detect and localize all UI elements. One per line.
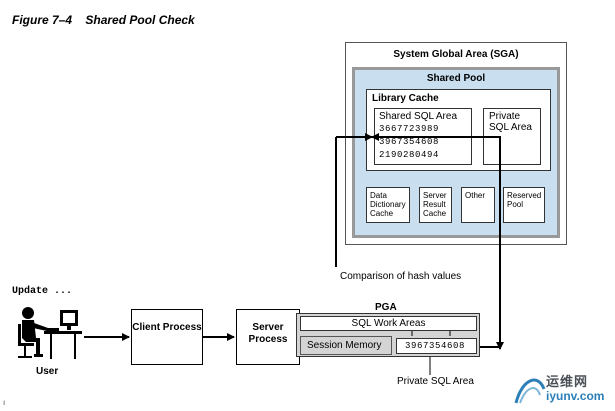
- user-at-computer-icon: [18, 307, 82, 359]
- hash-value: 3667723989: [379, 124, 440, 134]
- hash-value: 2190280494: [379, 150, 440, 160]
- private-sql-area-callout: Private SQL Area: [397, 376, 474, 387]
- reserved-pool-box: Reserved Pool: [503, 187, 545, 223]
- user-command-text: Update ...: [12, 286, 73, 297]
- private-sql-area-label: Private SQL Area: [489, 111, 532, 133]
- server-process-box: Server Process: [236, 309, 300, 365]
- other-box: Other: [461, 187, 495, 223]
- user-label: User: [36, 366, 59, 377]
- hash-value: 3967354608: [379, 137, 440, 147]
- server-result-cache-box: Server Result Cache: [419, 187, 452, 223]
- session-memory-box: Session Memory: [300, 336, 392, 355]
- private-hash-box: 3967354608: [396, 338, 477, 354]
- figure-title: Figure 7–4 Shared Pool Check: [12, 13, 195, 27]
- hash-compare-arrow-to-sga: [371, 133, 501, 348]
- watermark-logo-icon: [514, 378, 546, 404]
- sql-work-areas-box: SQL Work Areas: [300, 316, 477, 331]
- library-cache-label: Library Cache: [372, 93, 439, 104]
- shared-pool-label: Shared Pool: [426, 73, 486, 84]
- watermark-top-text: 运维网: [546, 374, 589, 389]
- comparison-label: Comparison of hash values: [340, 271, 462, 282]
- sga-label: System Global Area (SGA): [393, 49, 519, 60]
- page-mark: ı: [3, 398, 6, 407]
- shared-sql-area-label: Shared SQL Area: [379, 111, 458, 122]
- data-dictionary-cache-box: Data Dictionary Cache: [366, 187, 410, 223]
- watermark-bottom-text: iyunv.com: [546, 389, 605, 403]
- client-process-box: Client Process: [131, 309, 203, 365]
- pga-label: PGA: [375, 302, 397, 313]
